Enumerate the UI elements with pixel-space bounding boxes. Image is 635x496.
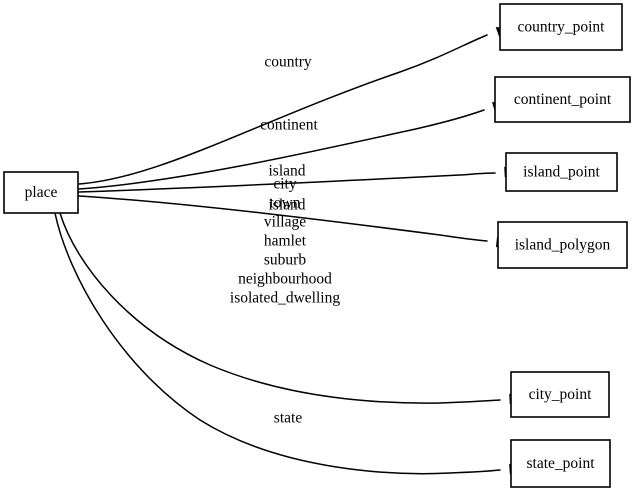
edge-label-line: town bbox=[270, 195, 301, 212]
node-box-island_polygon[interactable] bbox=[497, 221, 628, 269]
node-label-country_point: country_point bbox=[518, 19, 606, 36]
edge-path-city_point bbox=[59, 212, 501, 404]
node-label-state_point: state_point bbox=[526, 455, 595, 472]
edge-label-line: hamlet bbox=[264, 233, 307, 250]
node-label-island_point: island_point bbox=[523, 164, 600, 181]
node-box-island_point[interactable] bbox=[505, 152, 618, 192]
edge-label-country_point: country bbox=[264, 54, 312, 71]
edge-path-island_polygon bbox=[78, 195, 488, 242]
edge-path-continent_point bbox=[78, 109, 485, 190]
node-city_point[interactable]: city_point bbox=[510, 371, 610, 418]
edge-label-line: continent bbox=[260, 117, 318, 134]
node-box-state_point[interactable] bbox=[510, 439, 611, 488]
node-island_polygon[interactable]: island_polygon bbox=[497, 221, 628, 269]
edge-path-island_point bbox=[78, 172, 496, 193]
edge-path-country_point bbox=[78, 34, 488, 185]
node-island_point[interactable]: island_point bbox=[505, 152, 618, 192]
node-country_point[interactable]: country_point bbox=[499, 3, 623, 51]
node-box-country_point[interactable] bbox=[499, 3, 623, 51]
nodes-layer: place country_point continent_point island_… bbox=[3, 3, 631, 488]
node-box-city_point[interactable] bbox=[510, 371, 610, 418]
edge-label-line: island bbox=[268, 197, 305, 214]
edge-label-line: village bbox=[264, 214, 306, 231]
edge-label-line: isolated_dwelling bbox=[230, 290, 340, 307]
edge-label-island_polygon: island bbox=[268, 197, 305, 214]
node-box-place[interactable] bbox=[3, 171, 79, 214]
edge-label-city_point: city town village hamlet suburb neighbourhood… bbox=[230, 176, 340, 307]
edge-labels-layer: countrycontinentislandislandcitytownvill… bbox=[230, 54, 340, 427]
node-label-city_point: city_point bbox=[529, 386, 593, 403]
edge-place-to-country_point bbox=[78, 27, 510, 185]
node-label-place: place bbox=[25, 184, 58, 201]
node-place[interactable]: place bbox=[3, 171, 79, 214]
node-continent_point[interactable]: continent_point bbox=[494, 76, 631, 123]
edge-label-line: country bbox=[264, 54, 312, 71]
edge-label-continent_point: continent bbox=[260, 117, 318, 134]
edge-label-line: suburb bbox=[264, 252, 306, 269]
edge-label-island_point: island bbox=[268, 163, 305, 180]
node-state_point[interactable]: state_point bbox=[510, 439, 611, 488]
node-label-continent_point: continent_point bbox=[514, 91, 612, 108]
edge-path-state_point bbox=[54, 212, 501, 475]
node-label-island_polygon: island_polygon bbox=[515, 237, 611, 254]
edge-label-line: city bbox=[273, 176, 296, 193]
node-box-continent_point[interactable] bbox=[494, 76, 631, 123]
edge-label-state_point: state bbox=[274, 410, 303, 427]
edge-label-line: state bbox=[274, 410, 303, 427]
edge-label-line: neighbourhood bbox=[238, 271, 332, 288]
edge-label-line: island bbox=[268, 163, 305, 180]
